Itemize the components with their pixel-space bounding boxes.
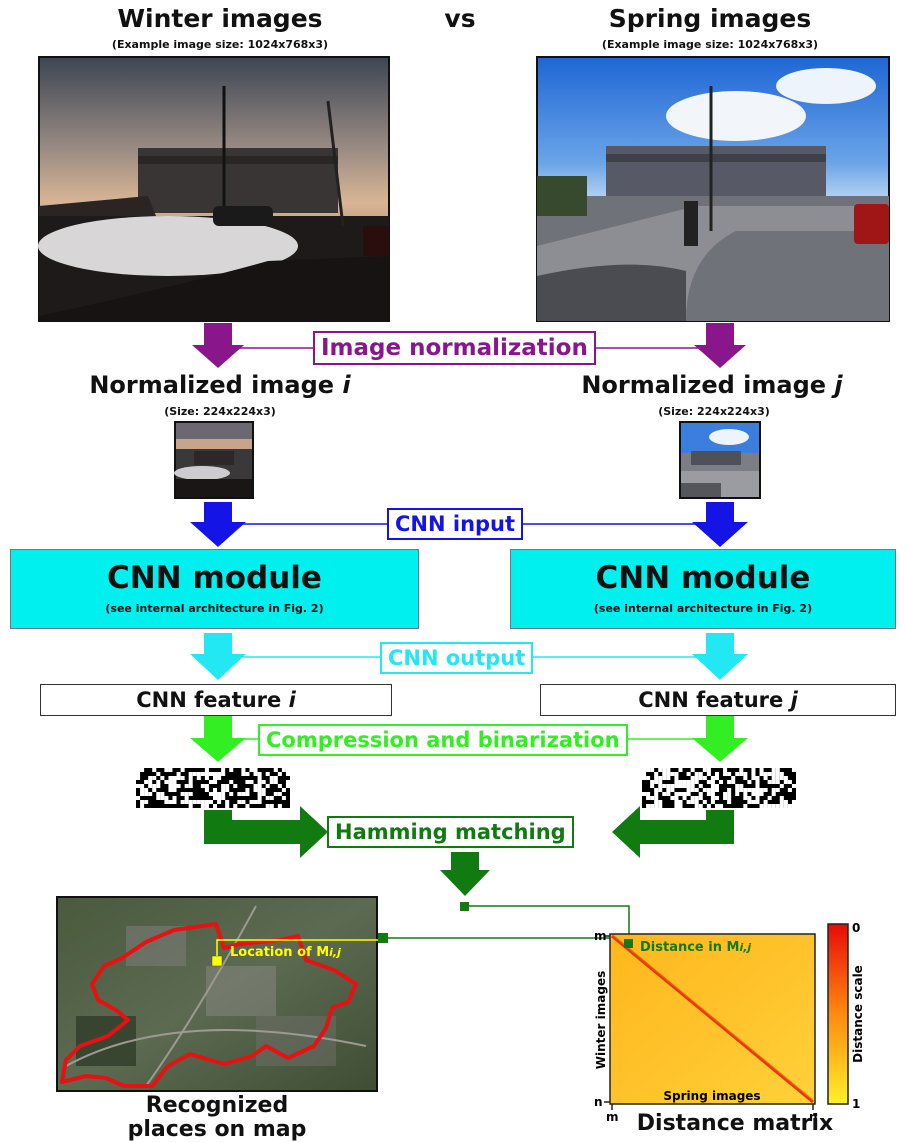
cnn-module-left: CNN module (see internal architecture in… (10, 549, 419, 629)
image-normalization-label: Image normalization (313, 331, 596, 365)
cnn-module-right-subtitle: (see internal architecture in Fig. 2) (593, 602, 813, 615)
map-caption-line1: Recognized (145, 1093, 289, 1118)
scale-bottom-label: 1 (852, 1097, 860, 1111)
normalized-image-i-title: Normalized image i (89, 371, 351, 399)
cnn-module-right: CNN module (see internal architecture in… (510, 549, 896, 629)
normalized-j-size: (Size: 224x224x3) (658, 405, 770, 418)
matrix-bottom-m-label: m (606, 1110, 619, 1123)
normalized-spring-thumb (679, 421, 761, 499)
binary-code-j (642, 768, 796, 808)
normalized-i-size: (Size: 224x224x3) (164, 405, 276, 418)
spring-title: Spring images (608, 4, 812, 33)
distance-scale-bar (827, 923, 849, 1105)
normalized-image-j-title: Normalized image j (581, 371, 843, 399)
winter-photo (38, 56, 390, 322)
cnn-feature-i: CNN feature i (40, 684, 392, 716)
vs-label: vs (444, 4, 476, 33)
cnn-module-right-title: CNN module (595, 560, 811, 596)
winter-size-note: (Example image size: 1024x768x3) (111, 38, 329, 51)
scale-top-label: 0 (852, 921, 860, 935)
matrix-bottom-n-label: n (809, 1110, 818, 1123)
normalized-winter-thumb (174, 421, 254, 499)
spring-size-note: (Example image size: 1024x768x3) (601, 38, 819, 51)
cnn-feature-j: CNN feature j (540, 684, 896, 716)
map-caption: Recognized places on map (56, 1094, 378, 1142)
winter-title: Winter images (117, 4, 323, 33)
matrix-x-axis-label: Spring images (663, 1089, 760, 1103)
matrix-y-axis-label: Winter images (594, 971, 608, 1069)
hamming-matching-label: Hamming matching (327, 816, 574, 848)
distance-label: Distance in Mi,j (640, 940, 752, 955)
matrix-bottom-left-label: n (594, 1095, 603, 1109)
cnn-module-left-subtitle: (see internal architecture in Fig. 2) (105, 602, 324, 615)
satellite-map (56, 896, 378, 1092)
matrix-caption: Distance matrix (636, 1111, 834, 1136)
scale-title: Distance scale (851, 965, 865, 1063)
binary-code-i (136, 768, 290, 808)
location-label: Location of Mi,j (230, 945, 341, 960)
distance-matrix-figure: m n m n Spring images Winter images Dist… (594, 921, 865, 1123)
map-caption-line2: places on map (127, 1117, 307, 1142)
spring-photo (536, 56, 890, 322)
cnn-input-label: CNN input (387, 508, 524, 540)
cnn-module-left-title: CNN module (107, 560, 322, 596)
matrix-top-left-label: m (594, 929, 607, 943)
compression-binarization-label: Compression and binarization (258, 724, 628, 756)
cnn-output-label: CNN output (380, 642, 534, 674)
